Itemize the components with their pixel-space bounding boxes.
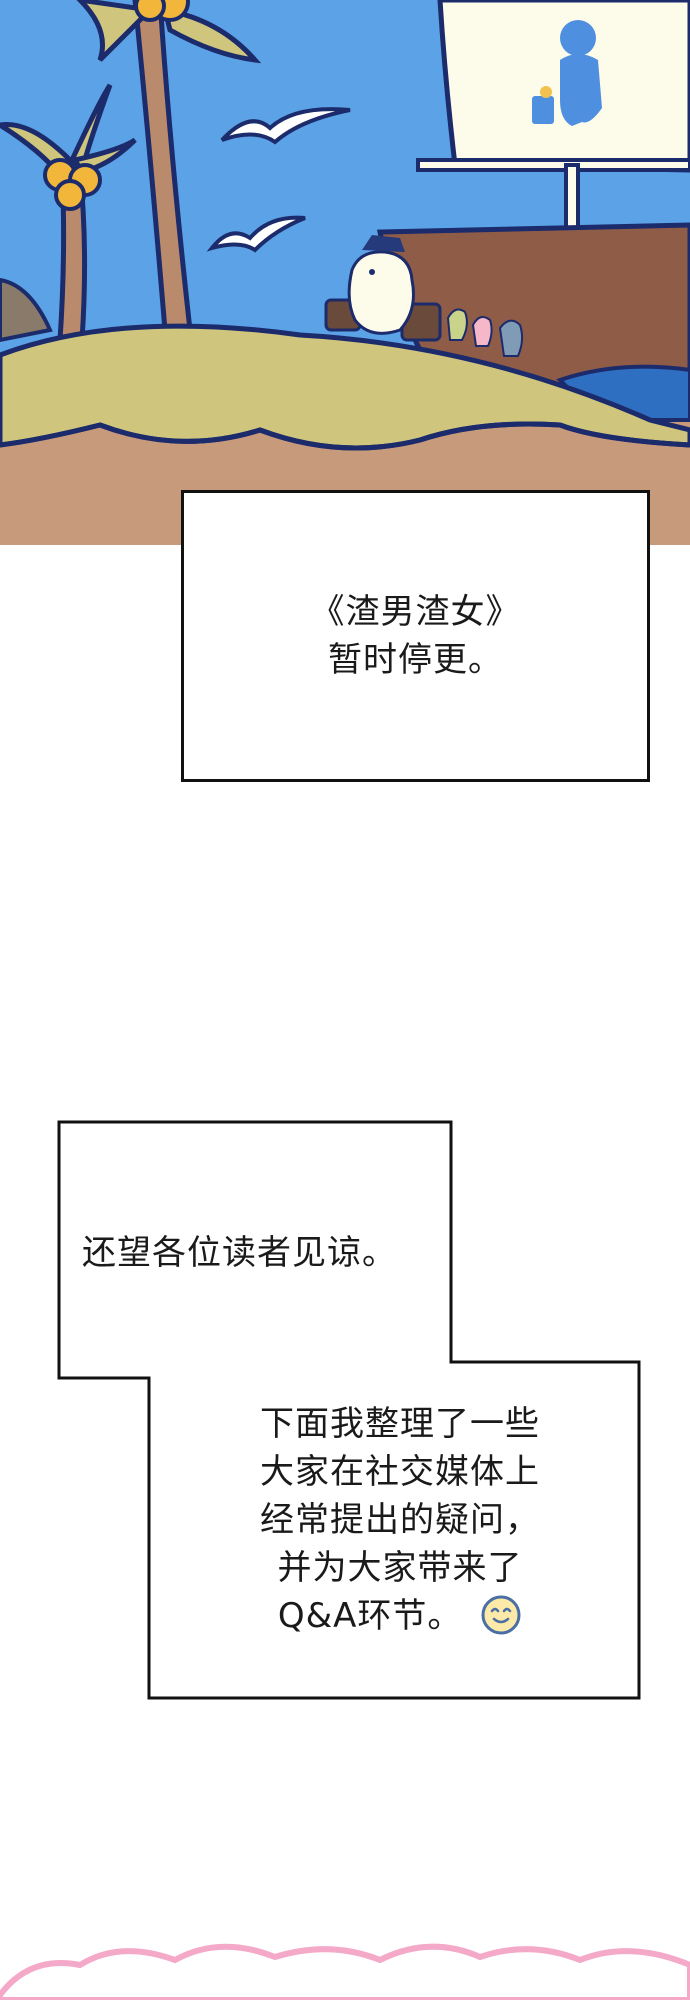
companion-characters-icon xyxy=(446,308,524,357)
apology-text: 还望各位读者见谅。 xyxy=(82,1229,397,1277)
notice-speech-box: 《渣男渣女》 暂时停更。 xyxy=(181,490,650,782)
qa-intro-line-4: 并为大家带来了 xyxy=(277,1548,523,1588)
chicken-character-icon xyxy=(324,235,442,342)
notice-text: 《渣男渣女》 暂时停更。 xyxy=(184,588,647,684)
smile-emoji-icon xyxy=(481,1595,521,1634)
pink-cloud-border xyxy=(0,1943,690,2000)
seagull-icon xyxy=(206,215,306,253)
qa-intro-line-2: 大家在社交媒体上 xyxy=(260,1452,540,1492)
qa-intro-line-5: Q&A环节。 xyxy=(230,1592,570,1640)
notice-line-title: 《渣男渣女》 xyxy=(310,592,521,632)
qa-intro-line-5-text: Q&A环节。 xyxy=(277,1596,463,1636)
palm-tree-icon xyxy=(0,83,137,343)
notice-line-status: 暂时停更。 xyxy=(328,640,503,680)
beach-scene-illustration xyxy=(0,0,690,545)
qa-intro-line-1: 下面我整理了一些 xyxy=(260,1404,540,1444)
seagull-icon xyxy=(220,107,351,145)
apology-line: 还望各位读者见谅。 xyxy=(82,1233,397,1273)
person-with-bucket-icon xyxy=(532,20,602,126)
qa-intro-text: 下面我整理了一些 大家在社交媒体上 经常提出的疑问， 并为大家带来了 Q&A环节… xyxy=(230,1400,570,1640)
palm-tree-icon xyxy=(76,0,262,333)
qa-intro-line-3: 经常提出的疑问， xyxy=(260,1500,540,1540)
